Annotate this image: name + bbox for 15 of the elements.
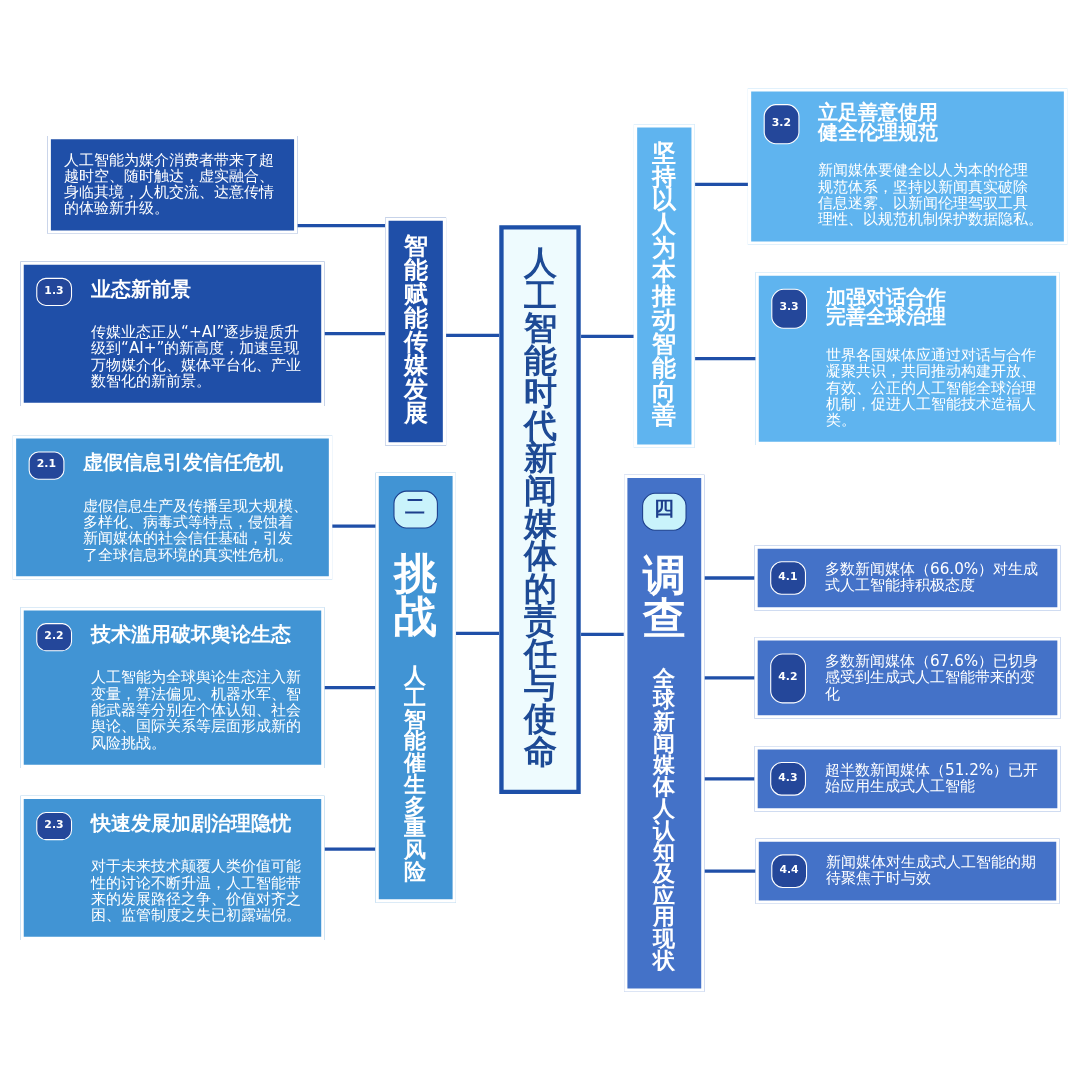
connector xyxy=(695,182,748,187)
connector xyxy=(704,576,755,580)
connector xyxy=(695,357,756,361)
connector xyxy=(324,847,376,851)
connector xyxy=(332,524,376,528)
connector xyxy=(456,631,499,635)
connector xyxy=(324,332,386,336)
connector xyxy=(704,676,755,680)
connector xyxy=(324,686,376,690)
connector xyxy=(297,224,385,228)
connector xyxy=(446,333,500,337)
connector xyxy=(704,777,755,781)
connector xyxy=(581,632,624,637)
connector xyxy=(704,869,756,873)
connector xyxy=(581,334,634,339)
